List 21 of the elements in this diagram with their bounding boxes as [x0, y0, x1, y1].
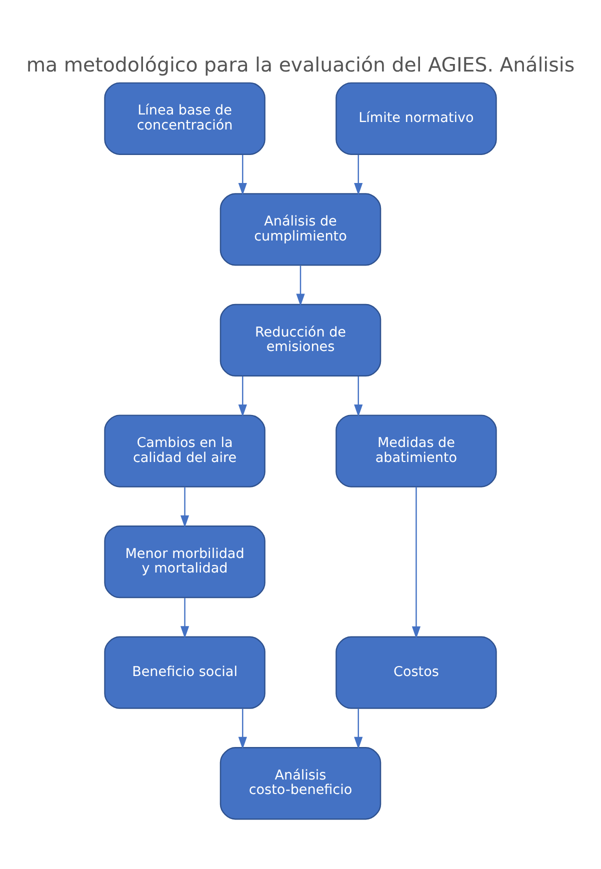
node-box: Análisis costo-beneficio [220, 746, 382, 820]
node-box: Reducción de emisiones [220, 303, 382, 376]
diagram-title: ma metodológico para la evaluación del AGIES. Análisis [26, 53, 575, 76]
arrow [238, 376, 247, 416]
node-box: Línea base de concentración [104, 82, 266, 154]
arrow [180, 598, 190, 638]
arrow [238, 708, 247, 749]
node-box: Costos [336, 636, 497, 708]
node-box: Medidas de abatimiento [336, 414, 497, 487]
node-box: Análisis de cumplimiento [220, 192, 382, 266]
arrow [354, 708, 363, 749]
arrow [354, 376, 363, 416]
arrow [354, 154, 363, 195]
node-box: Beneficio social [104, 636, 266, 708]
node-box: Cambios en la calidad del aire [104, 414, 266, 487]
arrow [180, 486, 190, 528]
arrow [412, 486, 421, 638]
arrow [296, 265, 305, 306]
node-box: Menor morbilidad y mortalidad [104, 524, 266, 598]
node-box: Límite normativo [336, 82, 497, 154]
arrow [238, 154, 247, 195]
